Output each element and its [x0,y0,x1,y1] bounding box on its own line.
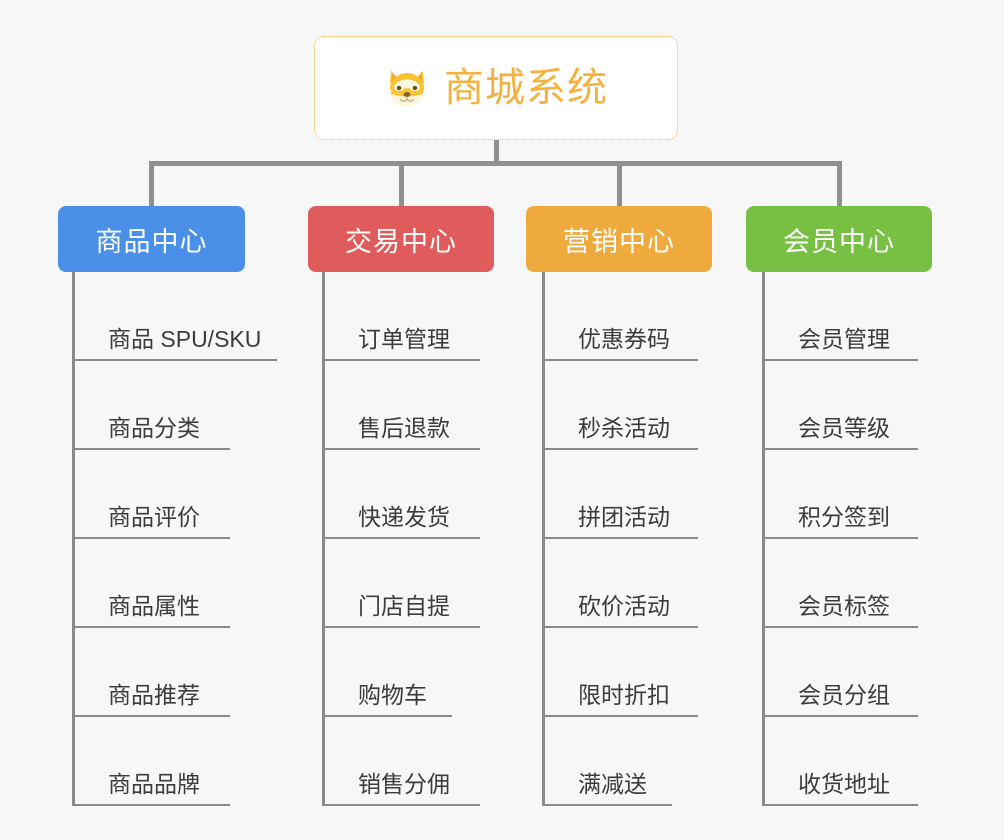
leaf-underline [322,359,480,361]
connector-drop-4 [837,161,842,206]
leaf-item[interactable]: 拼团活动 [542,450,698,539]
leaf-item[interactable]: 订单管理 [322,272,480,361]
leaf-item[interactable]: 积分签到 [762,450,918,539]
category-header-shangpin[interactable]: 商品中心 [58,206,245,272]
leaf-underline [762,537,918,539]
connector-drop-1 [149,161,154,206]
leaf-underline [762,715,918,717]
category-label: 营销中心 [563,226,675,257]
leaf-underline [542,715,698,717]
root-title: 商城系统 [444,66,608,110]
leaf-underline [762,448,918,450]
category-label: 交易中心 [345,226,457,257]
category-label: 会员中心 [783,226,895,257]
leaf-label: 限时折扣 [578,681,670,708]
leaf-label: 会员等级 [798,414,890,441]
leaf-label: 商品评价 [108,503,200,530]
leaf-label: 砍价活动 [578,592,670,619]
leaf-underline [322,626,480,628]
leaf-item[interactable]: 售后退款 [322,361,480,450]
leaf-underline [542,537,698,539]
leaf-underline [542,448,698,450]
leaf-item[interactable]: 商品属性 [72,539,230,628]
leaf-underline [322,448,480,450]
root-node[interactable]: 商城系统 [314,36,678,140]
leaf-underline [542,804,672,806]
leaf-label: 快递发货 [358,503,450,530]
leaf-label: 拼团活动 [578,503,670,530]
leaf-item[interactable]: 限时折扣 [542,628,698,717]
leaf-underline [322,715,452,717]
leaf-item[interactable]: 购物车 [322,628,452,717]
leaf-label: 门店自提 [358,592,450,619]
leaf-item[interactable]: 收货地址 [762,717,918,806]
column-spine [322,272,325,806]
leaf-underline [72,537,230,539]
leaf-underline [72,626,230,628]
leaf-label: 商品 SPU/SKU [108,325,262,352]
leaf-underline [762,359,918,361]
leaf-underline [72,715,230,717]
leaf-item[interactable]: 商品评价 [72,450,230,539]
leaf-label: 商品属性 [108,592,200,619]
leaf-underline [542,626,698,628]
leaf-underline [322,537,480,539]
leaf-item[interactable]: 商品分类 [72,361,230,450]
leaf-item[interactable]: 会员管理 [762,272,918,361]
leaf-label: 会员分组 [798,681,890,708]
leaf-underline [72,804,230,806]
leaf-underline [762,626,918,628]
leaf-label: 会员管理 [798,325,890,352]
leaf-item[interactable]: 快递发货 [322,450,480,539]
leaf-item[interactable]: 销售分佣 [322,717,480,806]
leaf-underline [72,359,277,361]
leaf-item[interactable]: 会员标签 [762,539,918,628]
leaf-label: 订单管理 [358,325,450,352]
connector-drop-2 [399,161,404,206]
leaf-item[interactable]: 门店自提 [322,539,480,628]
leaf-label: 秒杀活动 [578,414,670,441]
column-spine [72,272,75,806]
leaf-label: 积分签到 [798,503,890,530]
leaf-underline [542,359,698,361]
leaf-label: 收货地址 [798,770,890,797]
leaf-item[interactable]: 商品品牌 [72,717,230,806]
leaf-label: 满减送 [578,770,647,797]
leaf-underline [762,804,918,806]
category-label: 商品中心 [95,226,208,257]
category-header-yingxiao[interactable]: 营销中心 [526,206,712,272]
column-spine [762,272,765,806]
leaf-underline [322,804,480,806]
column-spine [542,272,545,806]
leaf-label: 优惠券码 [578,325,670,352]
leaf-underline [72,448,230,450]
leaf-item[interactable]: 会员分组 [762,628,918,717]
shiba-dog-face-icon [389,70,425,106]
leaf-item[interactable]: 商品 SPU/SKU [72,272,277,361]
category-header-huiyuan[interactable]: 会员中心 [746,206,932,272]
leaf-item[interactable]: 满减送 [542,717,672,806]
leaf-item[interactable]: 优惠券码 [542,272,698,361]
leaf-item[interactable]: 商品推荐 [72,628,230,717]
connector-drop-3 [617,161,622,206]
leaf-item[interactable]: 砍价活动 [542,539,698,628]
leaf-label: 商品分类 [108,414,200,441]
leaf-label: 购物车 [358,681,427,708]
leaf-item[interactable]: 会员等级 [762,361,918,450]
connector-horizontal-bus [149,161,841,166]
leaf-item[interactable]: 秒杀活动 [542,361,698,450]
leaf-label: 会员标签 [798,592,890,619]
leaf-label: 商品推荐 [108,681,200,708]
leaf-label: 销售分佣 [358,770,450,797]
connector-root-stem [494,140,499,166]
leaf-label: 售后退款 [358,414,450,441]
category-header-jiaoyi[interactable]: 交易中心 [308,206,494,272]
leaf-label: 商品品牌 [108,770,200,797]
